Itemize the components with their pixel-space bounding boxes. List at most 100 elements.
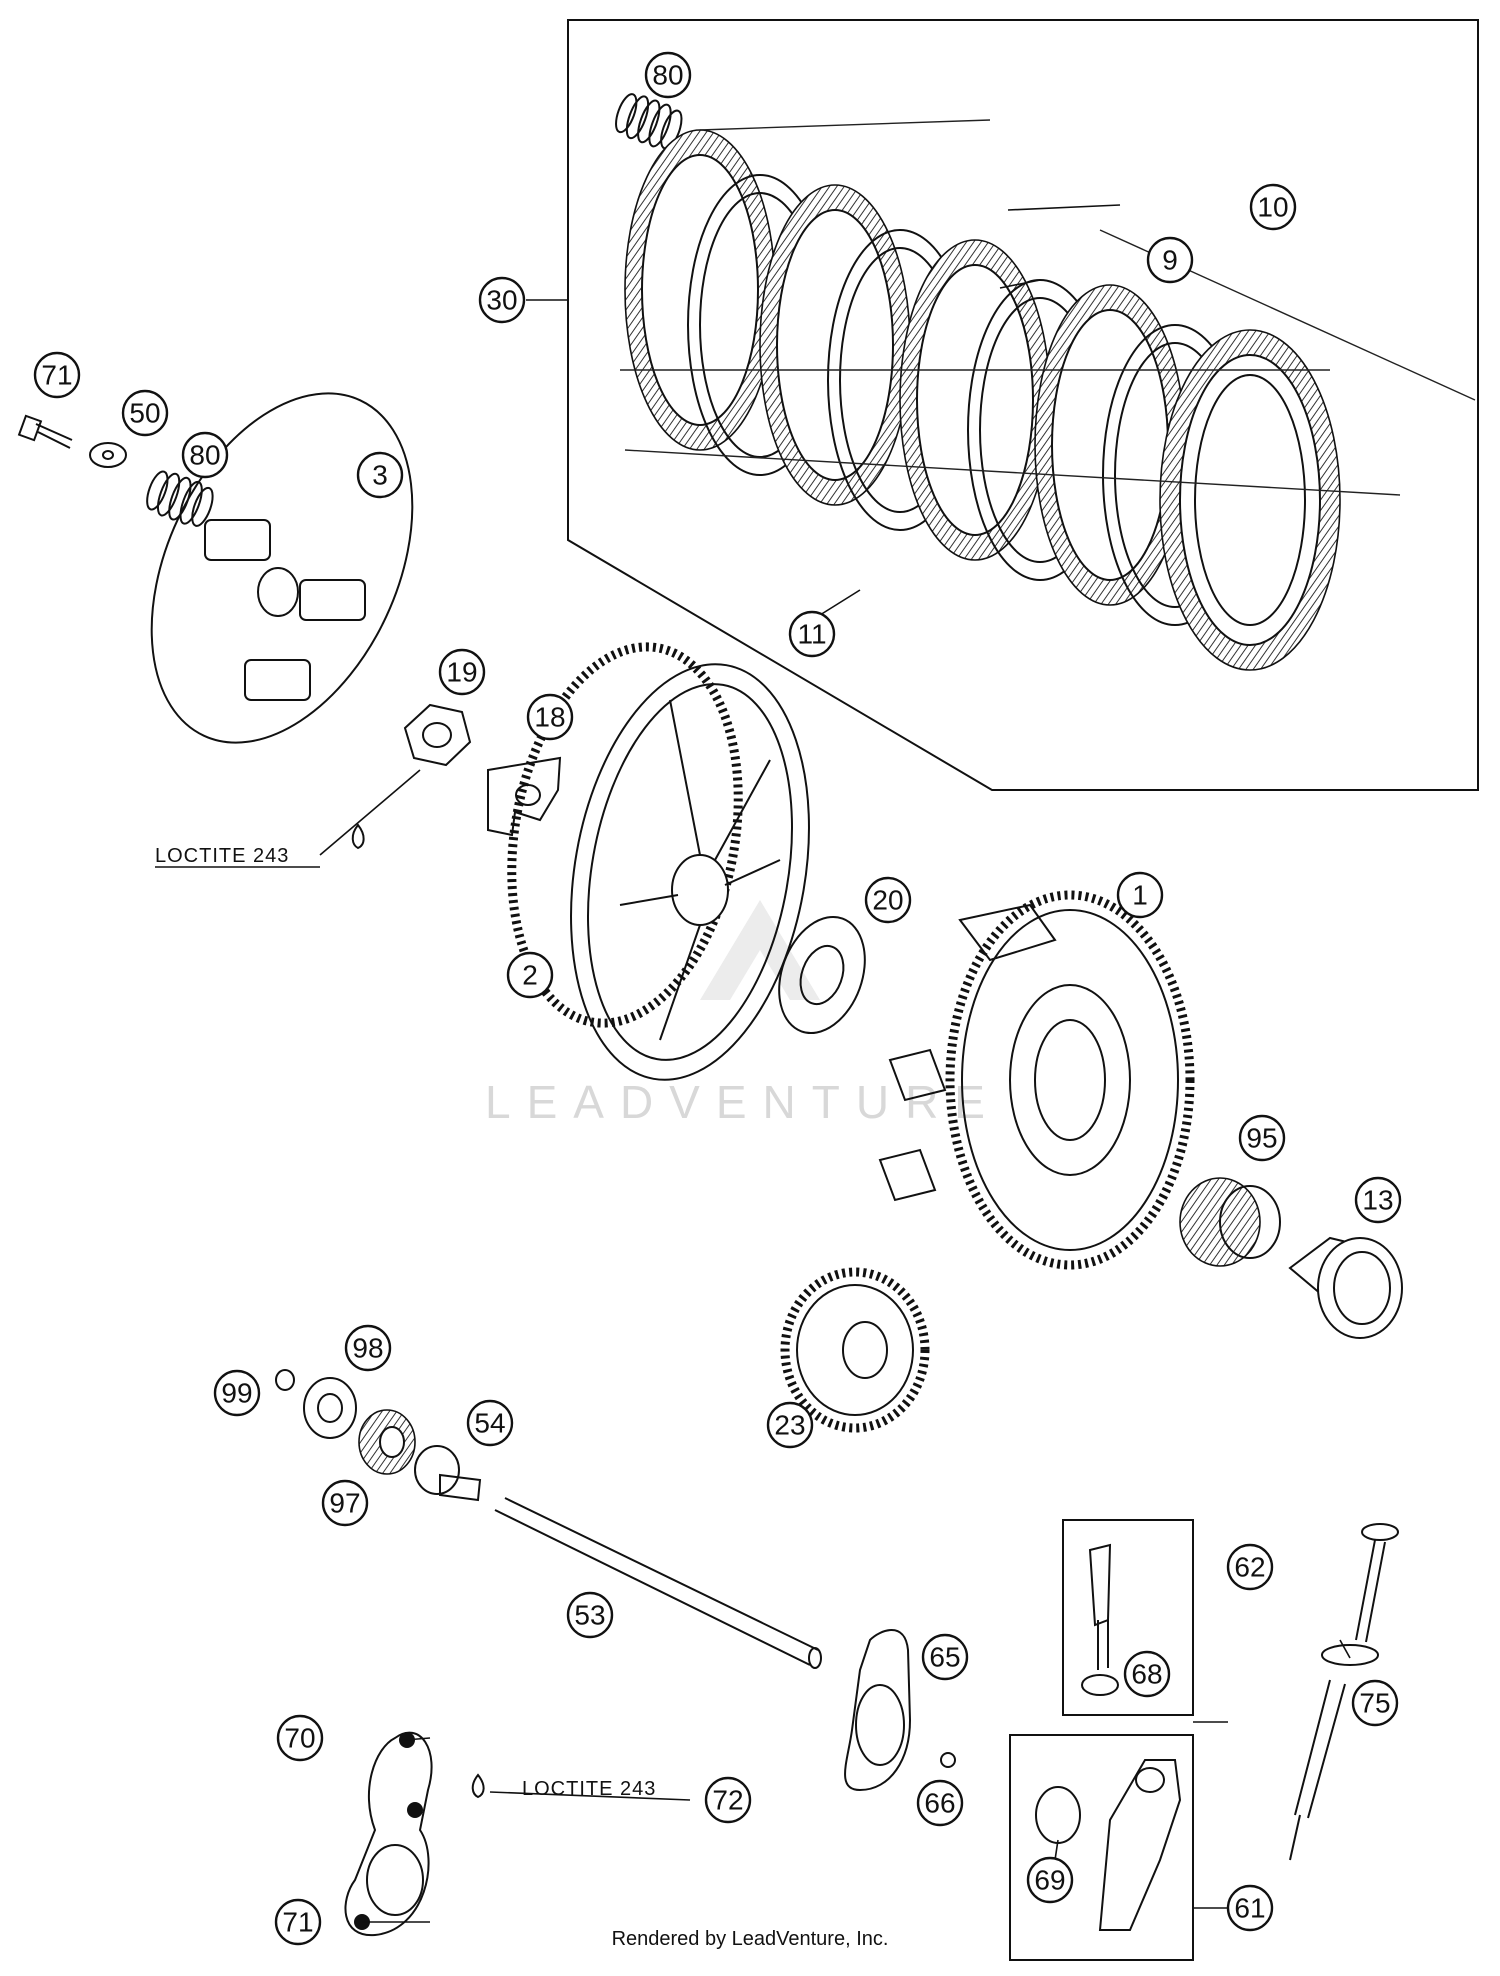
callout-71-top: 71 — [33, 351, 81, 399]
callout-label: 80 — [652, 60, 683, 91]
callout-99: 99 — [213, 1369, 261, 1417]
clutch-disc — [1159, 329, 1341, 671]
callout-13: 13 — [1354, 1176, 1402, 1224]
callout-53: 53 — [566, 1591, 614, 1639]
washer-50 — [89, 442, 127, 468]
gasket — [844, 1629, 912, 1792]
footer-credit: Rendered by LeadVenture, Inc. — [611, 1928, 889, 1950]
callout-label: 50 — [129, 398, 160, 429]
callout-69: 69 — [1026, 1856, 1074, 1904]
bushing — [1288, 1236, 1403, 1339]
watermark: LEADVENTURE — [485, 900, 1001, 1128]
callout-18: 18 — [526, 693, 574, 741]
callout-label: 62 — [1234, 1552, 1265, 1583]
loctite-note-lower: LOCTITE 243 — [522, 1778, 656, 1800]
callout-68: 68 — [1123, 1650, 1171, 1698]
callout-label: 9 — [1162, 245, 1178, 276]
clutch-pack-frame — [567, 19, 1479, 791]
bleeder-kit-box — [1062, 1519, 1194, 1716]
callout-10: 10 — [1249, 183, 1297, 231]
pressure-plate — [150, 392, 414, 744]
pressure-piece — [414, 1445, 482, 1502]
callout-95: 95 — [1238, 1114, 1286, 1162]
callout-label: 75 — [1359, 1688, 1390, 1719]
clutch-spring-top — [615, 93, 683, 150]
callout-label: 66 — [924, 1788, 955, 1819]
callout-20: 20 — [864, 876, 912, 924]
callout-9: 9 — [1146, 236, 1194, 284]
clutch-disc — [1034, 284, 1186, 606]
clutch-disc-stack — [624, 129, 1341, 671]
callout-label: 2 — [522, 960, 538, 991]
pack-guide-line — [624, 449, 1401, 496]
callout-61: 61 — [1226, 1884, 1274, 1932]
callout-62: 62 — [1226, 1543, 1274, 1591]
callout-label: 30 — [486, 285, 517, 316]
thrust-washer — [778, 915, 866, 1035]
loctite-note-upper: LOCTITE 243 — [155, 845, 289, 867]
callout-label: 65 — [929, 1642, 960, 1673]
callout-label: 68 — [1131, 1659, 1162, 1690]
callout-66: 66 — [916, 1779, 964, 1827]
callout-2: 2 — [506, 951, 554, 999]
watermark-text: LEADVENTURE — [485, 1076, 1001, 1128]
callout-label: 69 — [1034, 1865, 1065, 1896]
pack-guide-line — [699, 119, 991, 131]
bolt-top — [17, 414, 73, 449]
clutch-disc — [899, 239, 1051, 561]
callout-label: 19 — [446, 657, 477, 688]
callout-label: 80 — [189, 440, 220, 471]
ball — [940, 1752, 956, 1768]
needle-bearing — [1179, 1177, 1281, 1267]
callout-70: 70 — [276, 1714, 324, 1762]
callout-label: 71 — [282, 1907, 313, 1938]
callout-label: 97 — [329, 1488, 360, 1519]
callout-50: 50 — [121, 389, 169, 437]
callout-label: 23 — [774, 1410, 805, 1441]
slave-cylinder-box — [1009, 1734, 1194, 1961]
callout-1: 1 — [1116, 871, 1164, 919]
hub-nut — [403, 703, 472, 767]
callout-98: 98 — [344, 1324, 392, 1372]
callout-label: 98 — [352, 1333, 383, 1364]
callout-label: 95 — [1246, 1123, 1277, 1154]
callout-19: 19 — [438, 648, 486, 696]
callout-label: 11 — [797, 619, 826, 650]
washer-98 — [303, 1377, 357, 1439]
clutch-disc — [624, 129, 776, 451]
primary-gear — [780, 1267, 930, 1433]
outer-clutch-basket — [878, 890, 1195, 1270]
callout-23: 23 — [766, 1401, 814, 1449]
loctite-drop-upper — [351, 823, 365, 850]
callout-label: 54 — [474, 1408, 505, 1439]
callout-label: 70 — [284, 1723, 315, 1754]
callout-11: 11 — [788, 610, 836, 658]
callout-label: 3 — [372, 460, 388, 491]
axial-bearing — [358, 1409, 416, 1475]
callout-80-left: 80 — [181, 431, 229, 479]
callout-97: 97 — [321, 1479, 369, 1527]
callout-71-bottom: 71 — [274, 1898, 322, 1946]
leader-lines — [155, 204, 1351, 1923]
loctite-drop-lower — [471, 1773, 485, 1799]
callout-label: 53 — [574, 1600, 605, 1631]
callout-label: 71 — [41, 360, 72, 391]
callout-label: 99 — [221, 1378, 252, 1409]
callout-label: 20 — [872, 885, 903, 916]
callout-label: 61 — [1234, 1893, 1265, 1924]
slave-cylinder-mount — [344, 1731, 433, 1937]
callout-label: 1 — [1132, 880, 1148, 911]
callout-54: 54 — [466, 1399, 514, 1447]
callout-75: 75 — [1351, 1679, 1399, 1727]
clutch-disc — [759, 184, 911, 506]
inner-clutch-hub — [507, 642, 810, 1081]
callout-72: 72 — [704, 1776, 752, 1824]
callout-label: 13 — [1362, 1185, 1393, 1216]
callout-30: 30 — [478, 276, 526, 324]
clutch-spring-left — [146, 470, 214, 527]
retaining-ring — [275, 1369, 295, 1391]
push-rod — [494, 1497, 822, 1669]
syringe — [1289, 1523, 1399, 1861]
callout-3: 3 — [356, 451, 404, 499]
